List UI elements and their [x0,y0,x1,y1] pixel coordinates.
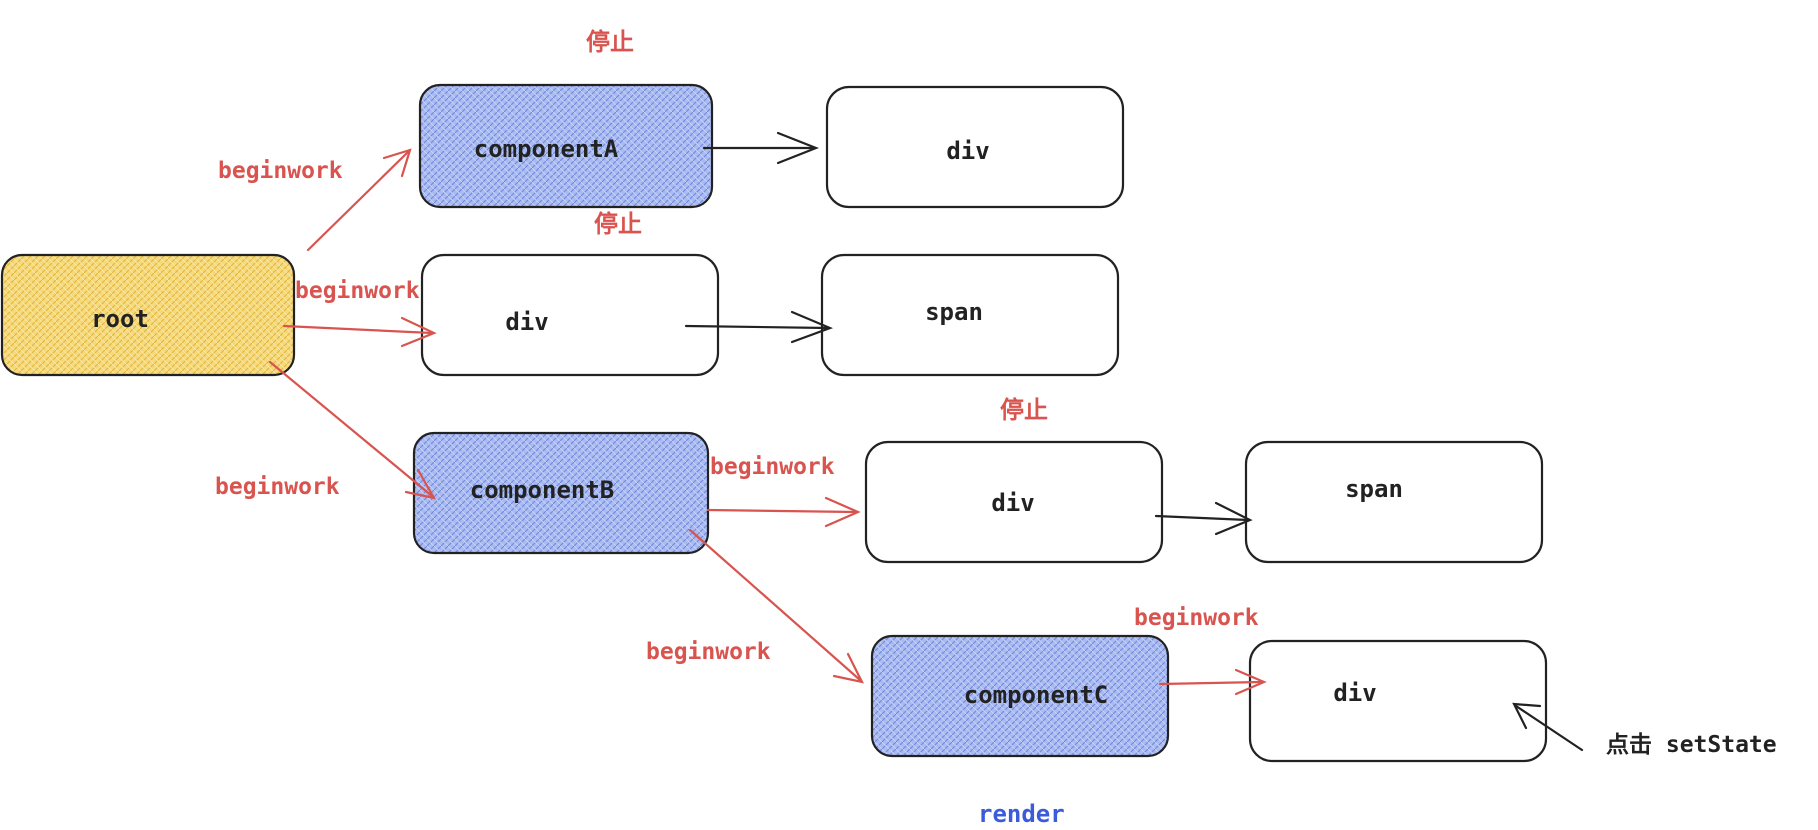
arrow-componentC-to-divC [1158,668,1267,696]
node-componentB: componentB [412,431,710,555]
node-div1-label: div [505,308,548,336]
node-divC-label: div [1333,679,1376,707]
stop-label-lower: 停止 [1000,396,1048,424]
node-divA: div [825,85,1125,209]
stop-label-middle: 停止 [594,210,642,238]
beginwork-label-divC: beginwork [1134,605,1259,631]
node-spanB: span [1244,440,1544,564]
node-divC: div [1248,639,1548,763]
beginwork-label-componentB: beginwork [215,474,340,500]
arrow-componentB-to-componentC [688,528,865,684]
node-div1: div [420,253,720,377]
arrow-root-to-div1 [282,316,437,348]
render-label: render [978,800,1065,828]
arrow-setstate-to-divC [1512,702,1584,752]
beginwork-label-componentC: beginwork [646,639,771,665]
node-componentB-label: componentB [470,476,615,504]
arrow-root-to-componentB [268,360,437,500]
node-span1: span [820,253,1120,377]
node-root-label: root [91,305,149,333]
arrow-componentB-to-divB [706,496,861,528]
node-divA-label: div [946,137,989,165]
node-componentA-label: componentA [474,135,619,163]
node-divB-label: div [991,489,1034,517]
arrow-componentA-to-divA [702,131,819,165]
stop-label-top: 停止 [586,28,634,56]
node-span1-label: span [925,298,983,326]
click-setstate-note: 点击 setState [1606,732,1777,758]
beginwork-label-div1: beginwork [295,278,420,304]
node-root: root [0,253,296,377]
arrow-root-to-componentA [306,148,412,252]
beginwork-label-divB: beginwork [710,454,835,480]
node-spanB-label: span [1345,475,1403,503]
arrow-div1-to-span1 [684,310,833,344]
arrow-divB-to-spanB [1154,501,1253,536]
node-componentC-label: componentC [964,681,1109,709]
node-componentA: componentA [418,83,714,209]
node-componentC: componentC [870,634,1170,758]
beginwork-label-componentA: beginwork [218,158,343,184]
node-divB: div [864,440,1164,564]
